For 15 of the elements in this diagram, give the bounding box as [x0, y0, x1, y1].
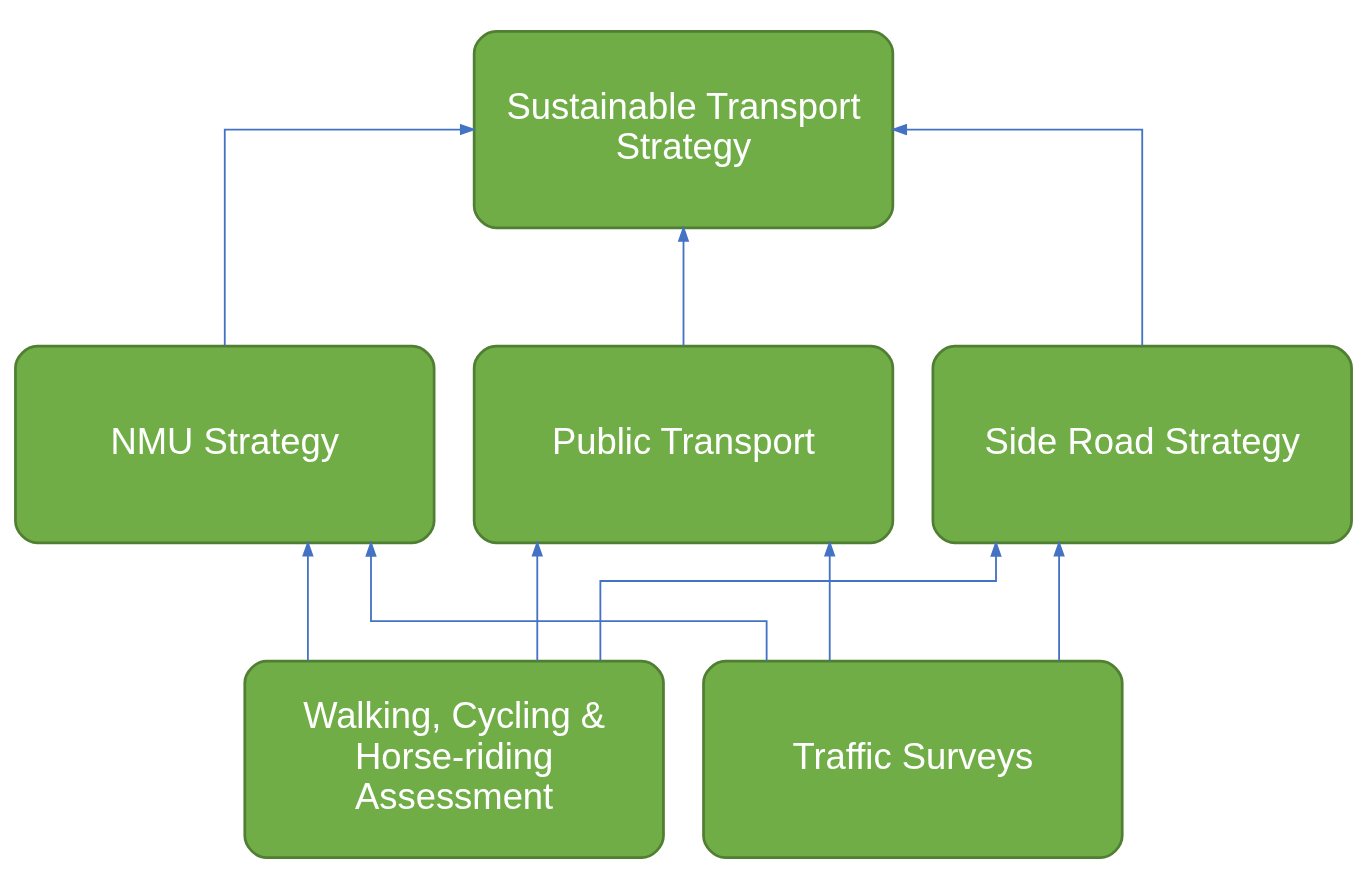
- node-box: Sustainable Transport Strategy: [472, 29, 895, 230]
- arrow: [677, 225, 690, 347]
- arrow: [824, 540, 836, 662]
- node-box: NMU Strategy: [14, 344, 436, 545]
- arrow: [599, 540, 1002, 662]
- arrow: [531, 540, 543, 662]
- arrow: [223, 123, 477, 347]
- arrow: [302, 540, 314, 662]
- node-box: Public Transport: [472, 344, 895, 545]
- node-box: Side Road Strategy: [931, 344, 1353, 545]
- node-box: Walking, Cycling & Horse-riding Assessment: [243, 659, 665, 860]
- arrow: [1053, 540, 1065, 662]
- arrow: [365, 540, 768, 662]
- arrow: [890, 123, 1144, 347]
- node-box: Traffic Surveys: [702, 659, 1124, 860]
